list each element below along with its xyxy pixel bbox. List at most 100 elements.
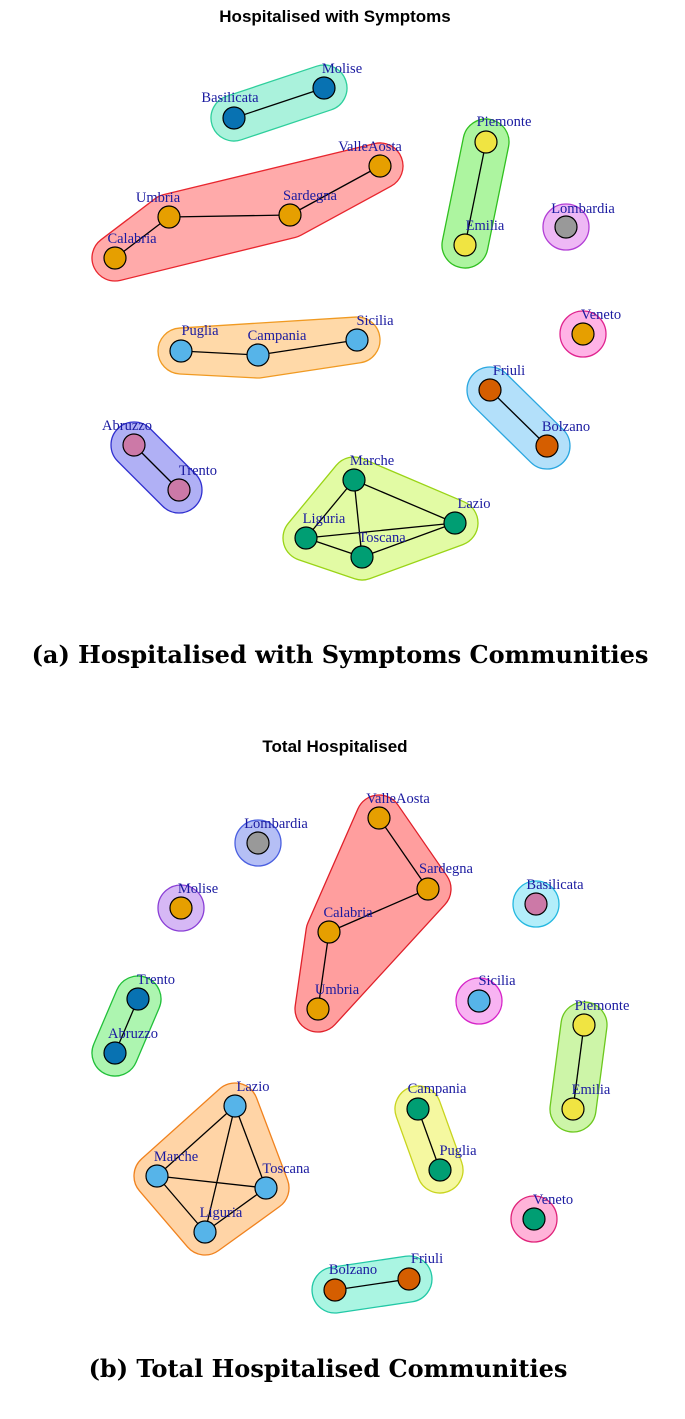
panel-b-caption: (b) Total Hospitalised Communities xyxy=(89,1354,568,1383)
node-molise xyxy=(312,76,336,100)
node-label-umbria: Umbria xyxy=(136,190,181,206)
node-basilicata xyxy=(524,892,548,916)
edge-calabria-umbria xyxy=(317,931,330,1010)
node-label-lazio: Lazio xyxy=(457,496,490,512)
node-label-campania: Campania xyxy=(248,328,307,344)
edge-marche-toscana xyxy=(156,1175,267,1189)
node-label-piemonte: Piemonte xyxy=(575,998,630,1014)
node-label-veneto: Veneto xyxy=(581,307,621,323)
node-marche xyxy=(145,1164,169,1188)
edge-basilicata-molise xyxy=(233,87,325,119)
node-label-marche: Marche xyxy=(154,1149,198,1165)
node-emilia xyxy=(453,233,477,257)
community-hull-calabria-umbria-sardegna-valleaosta xyxy=(91,142,404,282)
node-label-friuli: Friuli xyxy=(493,363,525,379)
node-label-molise: Molise xyxy=(178,881,218,897)
node-puglia xyxy=(428,1158,452,1182)
node-piemonte xyxy=(572,1013,596,1037)
node-lombardia xyxy=(246,831,270,855)
node-label-valleaosta: ValleAosta xyxy=(338,139,402,155)
node-liguria xyxy=(294,526,318,550)
edge-lazio-marche xyxy=(156,1105,236,1177)
node-lombardia xyxy=(554,215,578,239)
node-label-valleaosta: ValleAosta xyxy=(366,791,430,807)
node-label-lazio: Lazio xyxy=(236,1079,269,1095)
node-label-veneto: Veneto xyxy=(533,1192,573,1208)
node-liguria xyxy=(193,1220,217,1244)
node-umbria xyxy=(157,205,181,229)
edge-marche-liguria xyxy=(156,1175,206,1233)
edge-campania-sicilia xyxy=(257,339,358,356)
node-abruzzo xyxy=(122,433,146,457)
edge-lazio-toscana xyxy=(234,1105,267,1189)
node-label-sicilia: Sicilia xyxy=(478,973,516,989)
node-label-puglia: Puglia xyxy=(439,1143,477,1159)
edge-piemonte-emilia xyxy=(464,141,487,246)
edge-lazio-liguria xyxy=(204,1105,236,1233)
community-hull-marche-lazio-liguria-toscana xyxy=(282,456,479,581)
node-label-piemonte: Piemonte xyxy=(477,114,532,130)
edge-piemonte-emilia xyxy=(572,1024,585,1110)
node-sardegna xyxy=(278,203,302,227)
node-veneto xyxy=(571,322,595,346)
node-label-sardegna: Sardegna xyxy=(419,861,474,877)
node-label-bolzano: Bolzano xyxy=(542,419,590,435)
node-label-basilicata: Basilicata xyxy=(526,877,584,893)
node-toscana xyxy=(254,1176,278,1200)
node-puglia xyxy=(169,339,193,363)
node-calabria xyxy=(317,920,341,944)
node-label-campania: Campania xyxy=(408,1081,467,1097)
node-label-trento: Trento xyxy=(137,972,175,988)
node-label-lombardia: Lombardia xyxy=(244,816,308,832)
node-trento xyxy=(126,987,150,1011)
node-campania xyxy=(246,343,270,367)
node-label-liguria: Liguria xyxy=(303,511,346,527)
node-label-umbria: Umbria xyxy=(315,982,360,998)
panel-a: Hospitalised with Symptoms Basilicata Mol… xyxy=(32,7,649,669)
node-label-sardegna: Sardegna xyxy=(283,188,338,204)
node-label-emilia: Emilia xyxy=(572,1082,611,1098)
node-sicilia xyxy=(467,989,491,1013)
node-label-emilia: Emilia xyxy=(466,218,505,234)
edge-toscana-lazio xyxy=(361,522,456,558)
node-label-liguria: Liguria xyxy=(200,1205,243,1221)
node-sardegna xyxy=(416,877,440,901)
node-label-trento: Trento xyxy=(179,463,217,479)
edge-umbria-sardegna xyxy=(168,214,291,218)
node-label-sicilia: Sicilia xyxy=(356,313,394,329)
edge-liguria-lazio xyxy=(305,522,456,539)
node-basilicata xyxy=(222,106,246,130)
node-valleaosta xyxy=(368,154,392,178)
node-label-toscana: Toscana xyxy=(262,1161,310,1177)
node-sicilia xyxy=(345,328,369,352)
node-label-puglia: Puglia xyxy=(181,323,219,339)
panel-b-graph: ValleAostaSardegnaCalabriaUmbriaLombardi… xyxy=(91,791,630,1314)
node-friuli xyxy=(397,1267,421,1291)
node-campania xyxy=(406,1097,430,1121)
node-label-toscana: Toscana xyxy=(358,530,406,546)
edge-bolzano-friuli xyxy=(334,1278,410,1291)
node-label-marche: Marche xyxy=(350,453,394,469)
node-veneto xyxy=(522,1207,546,1231)
panel-a-caption: (a) Hospitalised with Symptoms Communiti… xyxy=(32,640,649,669)
node-piemonte xyxy=(474,130,498,154)
community-hull-lazio-marche-toscana-liguria xyxy=(133,1082,290,1256)
node-valleaosta xyxy=(367,806,391,830)
node-label-molise: Molise xyxy=(322,61,362,77)
node-lazio xyxy=(443,511,467,535)
edge-marche-liguria xyxy=(305,479,355,539)
panel-b: Total Hospitalised ValleAostaSardegnaCal… xyxy=(89,737,630,1383)
community-hull-puglia-campania-sicilia xyxy=(157,316,381,379)
node-label-abruzzo: Abruzzo xyxy=(108,1026,158,1042)
node-label-basilicata: Basilicata xyxy=(201,90,259,106)
node-label-friuli: Friuli xyxy=(411,1251,443,1267)
edge-marche-lazio xyxy=(353,479,456,524)
node-calabria xyxy=(103,246,127,270)
edge-marche-toscana xyxy=(353,479,363,558)
node-trento xyxy=(167,478,191,502)
edge-friuli-bolzano xyxy=(489,389,548,447)
panel-a-title: Hospitalised with Symptoms xyxy=(219,7,450,26)
edge-toscana-liguria xyxy=(204,1187,267,1233)
node-label-lombardia: Lombardia xyxy=(551,201,615,217)
